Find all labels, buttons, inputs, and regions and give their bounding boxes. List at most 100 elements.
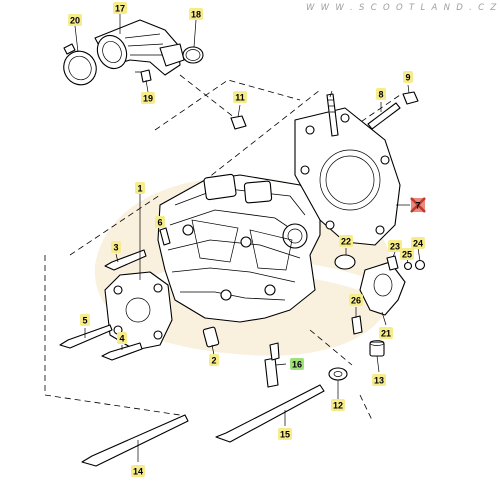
assembly-lines xyxy=(44,71,401,421)
callout-21: 21 xyxy=(379,327,393,339)
callout-4: 4 xyxy=(117,332,127,344)
callout-20-highlight xyxy=(68,14,82,26)
callout-9-highlight xyxy=(403,71,413,83)
callout-26-highlight xyxy=(349,294,363,306)
callout-13-highlight xyxy=(372,374,386,386)
bolt-26 xyxy=(351,315,363,335)
callout-15: 15 xyxy=(278,428,292,440)
callout-13-label: 13 xyxy=(374,375,384,385)
callout-24-highlight xyxy=(411,237,425,249)
callout-6-label: 6 xyxy=(157,217,162,227)
head-gasket xyxy=(294,107,401,246)
sleeve-13 xyxy=(369,340,385,357)
callout-17-highlight xyxy=(113,2,127,14)
callout-22: 22 xyxy=(339,235,353,247)
callout-12: 12 xyxy=(331,399,345,411)
callout-25-label: 25 xyxy=(402,249,412,259)
nut-25 xyxy=(403,261,413,271)
hose-clamp xyxy=(63,43,97,86)
callout-6: 6 xyxy=(155,216,165,228)
long-bolt-14 xyxy=(81,414,189,467)
callout-24-label: 24 xyxy=(413,238,423,248)
small-bolt xyxy=(140,69,152,83)
callout-17-label: 17 xyxy=(115,3,125,13)
callout-1-label: 1 xyxy=(137,183,142,193)
callout-4-label: 4 xyxy=(119,333,124,343)
callout-7: 7 xyxy=(410,197,426,213)
callout-9: 9 xyxy=(403,71,413,83)
bolt-3 xyxy=(104,249,147,271)
bolt-5 xyxy=(59,324,113,349)
callout-3-label: 3 xyxy=(113,242,118,252)
callout-8: 8 xyxy=(376,88,386,100)
callout-19-highlight xyxy=(141,92,155,104)
callout-16: 16 xyxy=(290,358,304,370)
intake-manifold xyxy=(94,19,185,76)
nut-9 xyxy=(402,91,419,105)
callout-16-highlight xyxy=(290,358,304,370)
cylinder-head xyxy=(157,173,321,323)
callout-18: 18 xyxy=(189,8,203,20)
callout-23-highlight xyxy=(388,240,402,252)
callout-16-label: 16 xyxy=(292,359,302,369)
callout-14-label: 14 xyxy=(133,466,143,476)
callout-6-highlight xyxy=(155,216,165,228)
pin-6 xyxy=(159,227,171,246)
callout-24: 24 xyxy=(411,237,425,249)
callout-13: 13 xyxy=(372,374,386,386)
callout-1: 1 xyxy=(135,182,145,194)
callout-5-highlight xyxy=(80,314,90,326)
callout-3-highlight xyxy=(111,241,121,253)
callout-14: 14 xyxy=(131,465,145,477)
callout-12-label: 12 xyxy=(333,400,343,410)
callout-22-label: 22 xyxy=(341,236,351,246)
thermostat xyxy=(334,254,356,270)
washer-12 xyxy=(328,367,348,381)
callout-18-label: 18 xyxy=(191,9,201,19)
callout-2-highlight xyxy=(209,354,219,366)
callout-20-label: 20 xyxy=(70,15,80,25)
watermark-text: W W W . S C O O T L A N D . C Z xyxy=(305,3,498,13)
nut-11 xyxy=(230,115,247,130)
callout-22-highlight xyxy=(339,235,353,247)
callout-14-highlight xyxy=(131,465,145,477)
callout-25: 25 xyxy=(400,248,414,260)
callout-12-highlight xyxy=(331,399,345,411)
callout-7-label: 7 xyxy=(415,200,420,210)
callout-3: 3 xyxy=(111,241,121,253)
callout-19: 19 xyxy=(141,92,155,104)
spark-plug xyxy=(264,342,280,388)
housing-bolt-23 xyxy=(386,255,399,271)
nut-24 xyxy=(414,259,426,271)
callout-11-highlight xyxy=(233,91,247,103)
callout-20: 20 xyxy=(68,14,82,26)
callout-9-label: 9 xyxy=(405,72,410,82)
callout-2-label: 2 xyxy=(211,355,216,365)
callout-8-highlight xyxy=(376,88,386,100)
callout-1-highlight xyxy=(135,182,145,194)
callout-23: 23 xyxy=(388,240,402,252)
callout-4-highlight xyxy=(117,332,127,344)
callout-2: 2 xyxy=(209,354,219,366)
callout-17: 17 xyxy=(113,2,127,14)
callout-15-highlight xyxy=(278,428,292,440)
leader-lines xyxy=(74,14,421,462)
callout-26-label: 26 xyxy=(351,295,361,305)
callout-25-highlight xyxy=(400,248,414,260)
callout-18-highlight xyxy=(189,8,203,20)
callout-21-label: 21 xyxy=(381,328,391,338)
callout-5-label: 5 xyxy=(82,315,87,325)
side-cover xyxy=(104,271,173,351)
stud-8 xyxy=(367,102,401,130)
long-bolt-15 xyxy=(215,384,325,443)
callout-26: 26 xyxy=(349,294,363,306)
callout-21-highlight xyxy=(379,327,393,339)
callout-7-cross xyxy=(410,197,426,213)
callout-5: 5 xyxy=(80,314,90,326)
dowel-2 xyxy=(202,326,220,348)
callout-11: 11 xyxy=(233,91,247,103)
callout-11-label: 11 xyxy=(235,92,245,102)
callout-15-label: 15 xyxy=(280,429,290,439)
